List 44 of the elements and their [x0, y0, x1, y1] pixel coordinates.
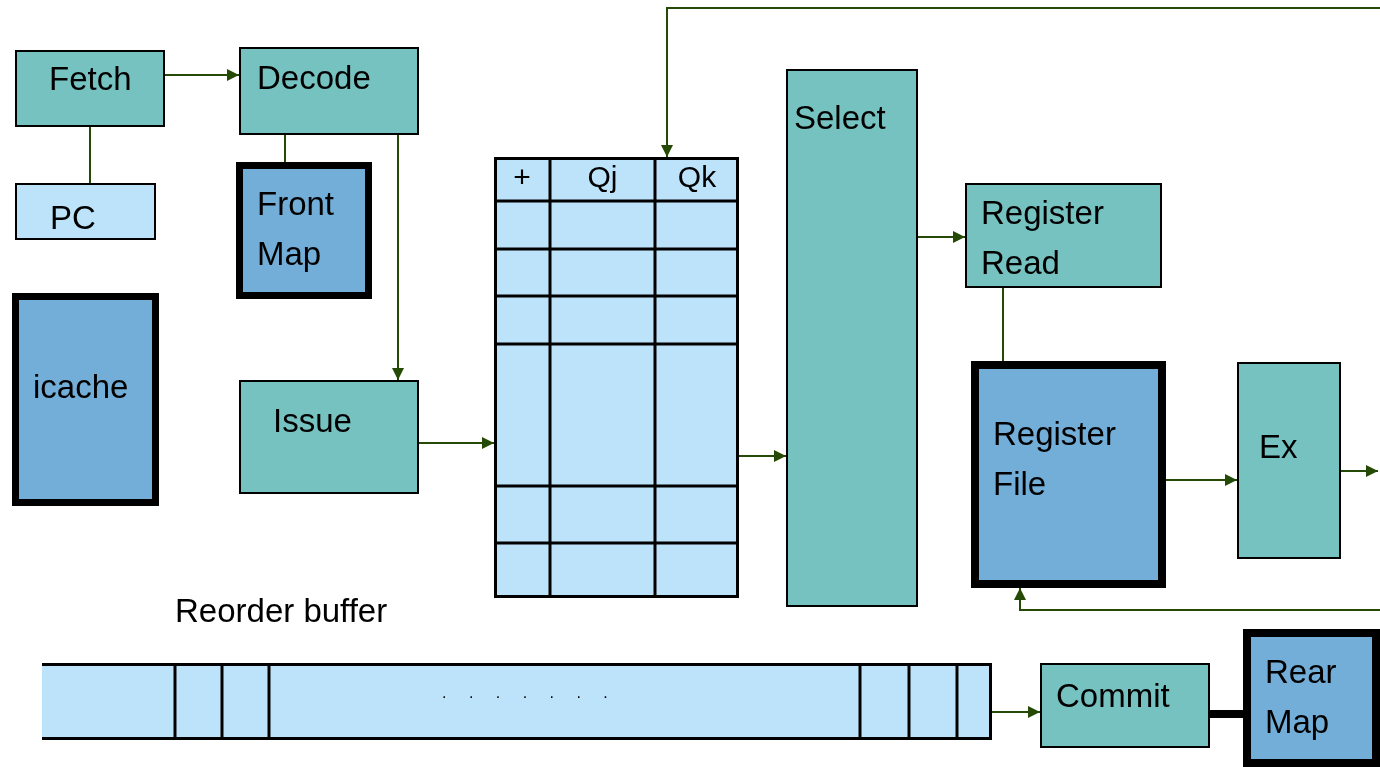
connector-line	[284, 134, 286, 163]
box-label: Commit	[1056, 676, 1171, 716]
box-label: icache	[33, 367, 130, 407]
arrow	[661, 7, 1380, 158]
arrow	[164, 69, 240, 81]
box-label: Front Map	[257, 184, 336, 274]
connector-line	[1210, 710, 1243, 718]
arrow	[392, 134, 404, 381]
ellipsis-text: . . . . . . .	[442, 684, 617, 702]
box-label: Rear Map	[1265, 652, 1338, 742]
stage-box	[786, 69, 918, 607]
box-label: PC	[50, 198, 97, 238]
memory-box	[12, 293, 159, 506]
reservation-station-table	[494, 157, 739, 598]
register-file-box	[971, 361, 1166, 588]
stage-box	[965, 183, 1162, 288]
stage-box	[1237, 362, 1341, 559]
box-label: Issue	[273, 401, 353, 441]
arrow	[1340, 465, 1379, 477]
column-header: +	[512, 159, 532, 195]
arrow	[991, 706, 1041, 718]
box-label: Ex	[1259, 427, 1299, 467]
box-label: Register File	[993, 414, 1117, 504]
box-label: Fetch	[49, 59, 133, 99]
arrow	[1014, 587, 1380, 611]
connector-line	[89, 126, 91, 184]
stage-box	[239, 47, 419, 135]
arrow	[917, 231, 966, 243]
arrow	[1165, 474, 1238, 486]
column-header: Qk	[676, 159, 718, 195]
box-label: Register Read	[981, 193, 1105, 283]
arrow	[738, 450, 787, 462]
column-header: Qj	[586, 159, 619, 195]
stage-box	[1040, 663, 1210, 748]
memory-box	[236, 162, 372, 299]
memory-box	[1243, 629, 1380, 767]
buffer-title: Reorder buffer	[175, 591, 388, 631]
register-box	[15, 183, 156, 240]
stage-box	[239, 380, 419, 494]
box-label: Select	[794, 98, 887, 138]
connector-line	[1002, 287, 1004, 362]
arrow	[418, 437, 495, 449]
stage-box	[15, 50, 165, 127]
box-label: Decode	[257, 58, 372, 98]
